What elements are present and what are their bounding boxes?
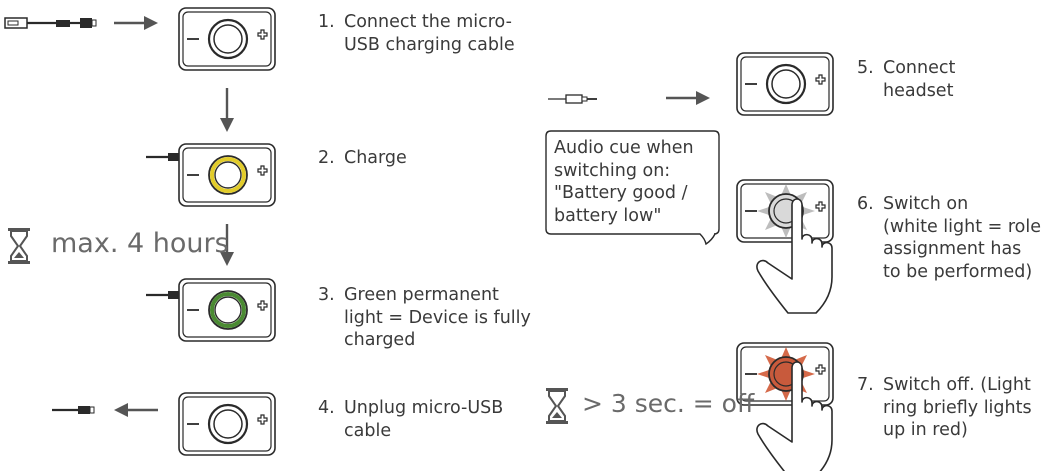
step-number: 6.: [857, 194, 874, 214]
arrow-right-5: [666, 91, 710, 105]
step-number: 1.: [318, 12, 335, 32]
cable-plugged-2: [146, 153, 179, 161]
step-text: Green permanent light = Device is fully …: [344, 285, 531, 350]
step-text: Connect the micro- USB charging cable: [344, 12, 515, 55]
step-4: 4. Unplug micro-USB cable: [318, 397, 538, 443]
cable-plugged-3: [146, 291, 179, 299]
step-3: 3. Green permanent light = Device is ful…: [318, 284, 543, 354]
step-number: 3.: [318, 285, 335, 305]
step-number: 4.: [318, 398, 335, 418]
step-6: 6. Switch on (white light = role assignm…: [857, 193, 1045, 285]
arrow-down-2: [220, 224, 234, 266]
audio-cue-bubble: [545, 130, 720, 246]
arrow-right-1: [114, 16, 158, 30]
charge-duration-label: max. 4 hours: [51, 228, 229, 259]
arrow-down-1: [220, 88, 234, 132]
arrow-left-4: [114, 403, 158, 417]
step-text: Connect headset: [883, 58, 956, 101]
device-step-5: [736, 52, 834, 116]
switch-off-duration-label: > 3 sec. = off: [582, 389, 755, 418]
step-number: 2.: [318, 148, 335, 168]
step-number: 5.: [857, 58, 874, 78]
audio-cue-text: Audio cue when switching on: "Battery go…: [554, 138, 694, 226]
device-step-1: [178, 7, 276, 71]
step-text: Unplug micro-USB cable: [344, 398, 504, 441]
step-text: Switch on (white light = role assignment…: [883, 194, 1042, 282]
device-step-4: [178, 392, 276, 456]
hourglass-icon: [7, 227, 31, 265]
step-text: Switch off. (Light ring briefly lights u…: [883, 375, 1032, 440]
step-2: 2. Charge: [318, 147, 538, 171]
audio-jack-icon: [548, 94, 597, 104]
step-number: 7.: [857, 375, 874, 395]
usb-plug-removed-icon: [52, 406, 95, 414]
step-5: 5. Connect headset: [857, 57, 1042, 103]
hourglass-icon: [545, 387, 569, 425]
step-7: 7. Switch off. (Light ring briefly light…: [857, 374, 1045, 444]
device-step-6: [736, 179, 834, 243]
step-1: 1. Connect the micro- USB charging cable: [318, 11, 538, 57]
usb-cable-icon: [4, 17, 97, 29]
device-step-3: [178, 278, 276, 342]
step-text: Charge: [344, 148, 407, 168]
device-step-2: [178, 143, 276, 207]
